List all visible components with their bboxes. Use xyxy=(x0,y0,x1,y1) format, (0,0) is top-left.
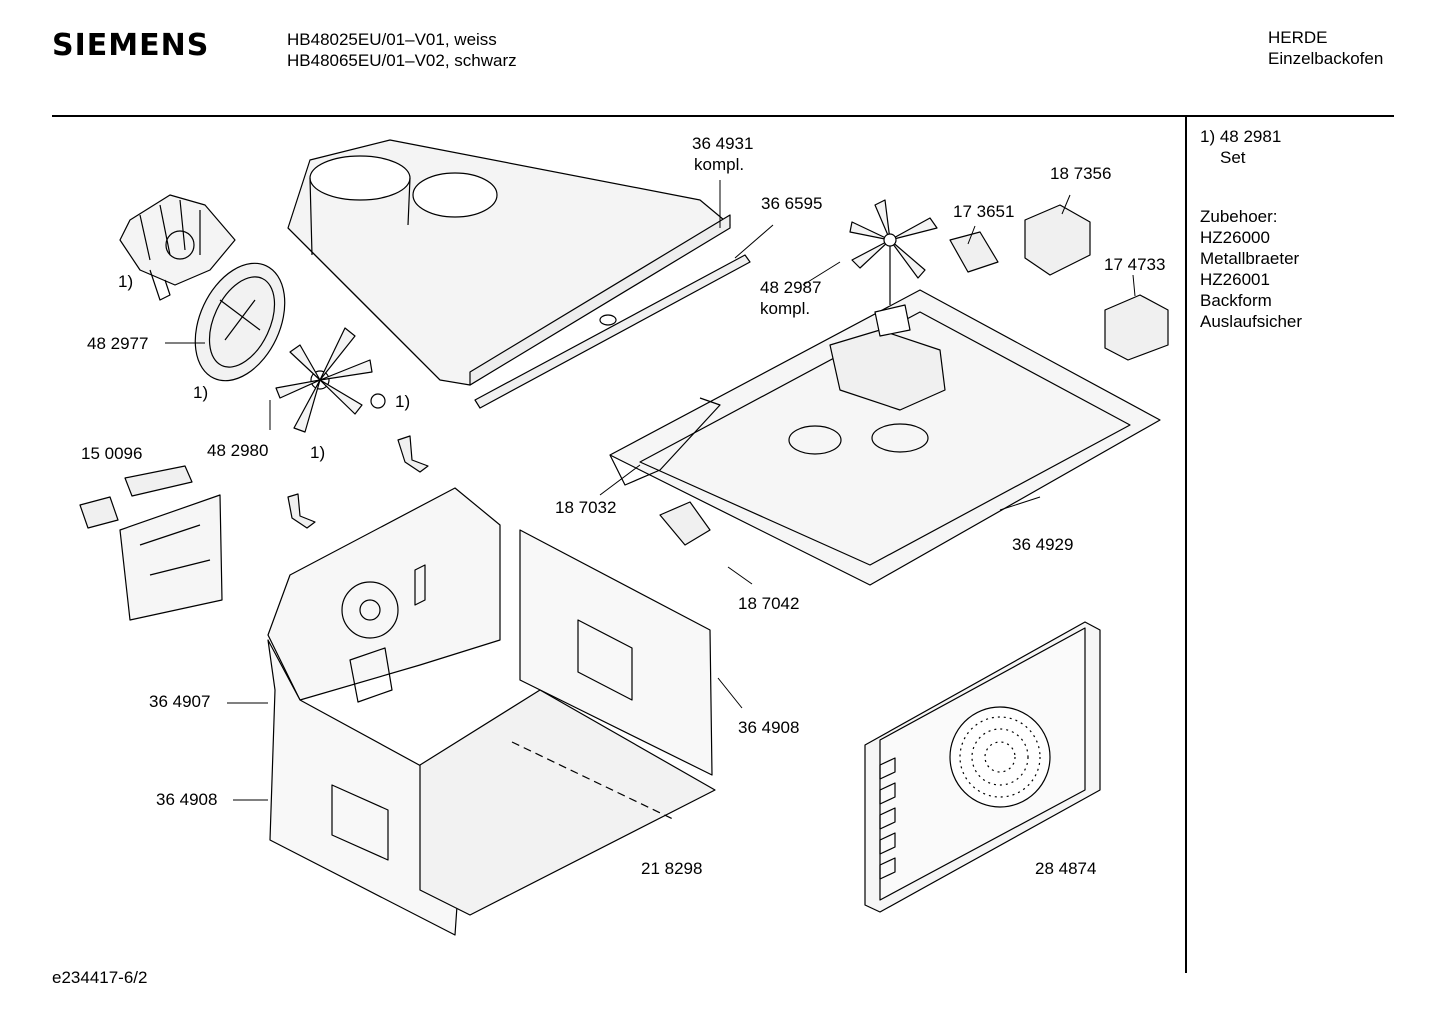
accessory-item: HZ26001 xyxy=(1200,270,1270,289)
part-label-364908-right: 36 4908 xyxy=(738,718,800,737)
accessory-item: Metallbraeter xyxy=(1200,249,1300,268)
fan-nut-part xyxy=(370,393,386,409)
sidebar-divider xyxy=(1185,116,1187,973)
transformer-part xyxy=(1024,204,1091,276)
part-label-364931-sub: kompl. xyxy=(694,155,745,174)
set-marker: 1) xyxy=(310,443,326,462)
part-label-173651: 17 3651 xyxy=(953,202,1015,221)
bracket-part xyxy=(397,435,429,473)
part-label-364908-left: 36 4908 xyxy=(156,790,218,809)
subcategory-label: Einzelbackofen xyxy=(1268,49,1384,68)
part-label-174733: 17 4733 xyxy=(1104,255,1166,274)
bracket-part xyxy=(287,493,316,529)
floor-seam xyxy=(511,741,676,821)
accessory-item: Auslaufsicher xyxy=(1200,312,1303,331)
category-label: HERDE xyxy=(1268,28,1328,47)
part-label-482977: 48 2977 xyxy=(87,334,149,353)
part-label-187032: 18 7032 xyxy=(555,498,617,517)
part-label-364931: 36 4931 xyxy=(692,134,754,153)
accessory-list: Zubehoer: HZ26000 Metallbraeter HZ26001 … xyxy=(1200,206,1302,332)
accessory-item: Zubehoer: xyxy=(1200,207,1278,226)
lamp-socket-part xyxy=(659,501,711,546)
leader-lines xyxy=(165,180,1136,801)
door-inner-panel-part xyxy=(864,621,1101,913)
set-marker: 1) xyxy=(193,383,209,402)
part-label-482987: 48 2987 xyxy=(760,278,822,297)
header-divider xyxy=(52,115,1394,117)
part-label-187356: 18 7356 xyxy=(1050,164,1112,183)
set-marker: 1) xyxy=(395,392,411,411)
duct-cover-part xyxy=(287,139,731,386)
connector-block-part xyxy=(79,465,223,621)
left-wall-window xyxy=(331,784,389,861)
part-label-150096: 15 0096 xyxy=(81,444,143,463)
part-label-482987-sub: kompl. xyxy=(760,299,811,318)
oven-rear-wall-part xyxy=(267,487,501,703)
set-note-line-2: Set xyxy=(1220,148,1246,167)
drawing-id: e234417-6/2 xyxy=(52,968,148,987)
accessory-item: HZ26000 xyxy=(1200,228,1270,247)
fan-plate-part xyxy=(194,262,286,382)
part-label-218298: 21 8298 xyxy=(641,859,703,878)
set-note-line-1: 1) 48 2981 xyxy=(1200,127,1282,146)
model-line-2: HB48065EU/01–V02, schwarz xyxy=(287,51,517,70)
fan-wheel-part xyxy=(275,327,373,433)
right-wall-window xyxy=(577,619,633,701)
thermostat-part xyxy=(949,231,999,273)
accessory-item: Backform xyxy=(1200,291,1272,310)
part-label-364907: 36 4907 xyxy=(149,692,211,711)
part-label-366595: 36 6595 xyxy=(761,194,823,213)
set-marker: 1) xyxy=(118,272,134,291)
model-line-1: HB48025EU/01–V01, weiss xyxy=(287,30,497,49)
fan-motor-part xyxy=(119,194,236,301)
seal-strip-part xyxy=(474,254,751,409)
part-label-187042: 18 7042 xyxy=(738,594,800,613)
oven-floor-part xyxy=(419,689,716,916)
part-label-284874: 28 4874 xyxy=(1035,859,1097,878)
left-side-wall-part xyxy=(267,639,466,936)
part-label-364929: 36 4929 xyxy=(1012,535,1074,554)
siemens-logo: SIEMENS xyxy=(52,28,210,63)
transformer-part xyxy=(1104,294,1169,361)
top-plate-part xyxy=(609,289,1161,586)
right-side-wall-part xyxy=(519,529,713,776)
top-fan-motor-part xyxy=(829,199,946,411)
part-label-482980: 48 2980 xyxy=(207,441,269,460)
